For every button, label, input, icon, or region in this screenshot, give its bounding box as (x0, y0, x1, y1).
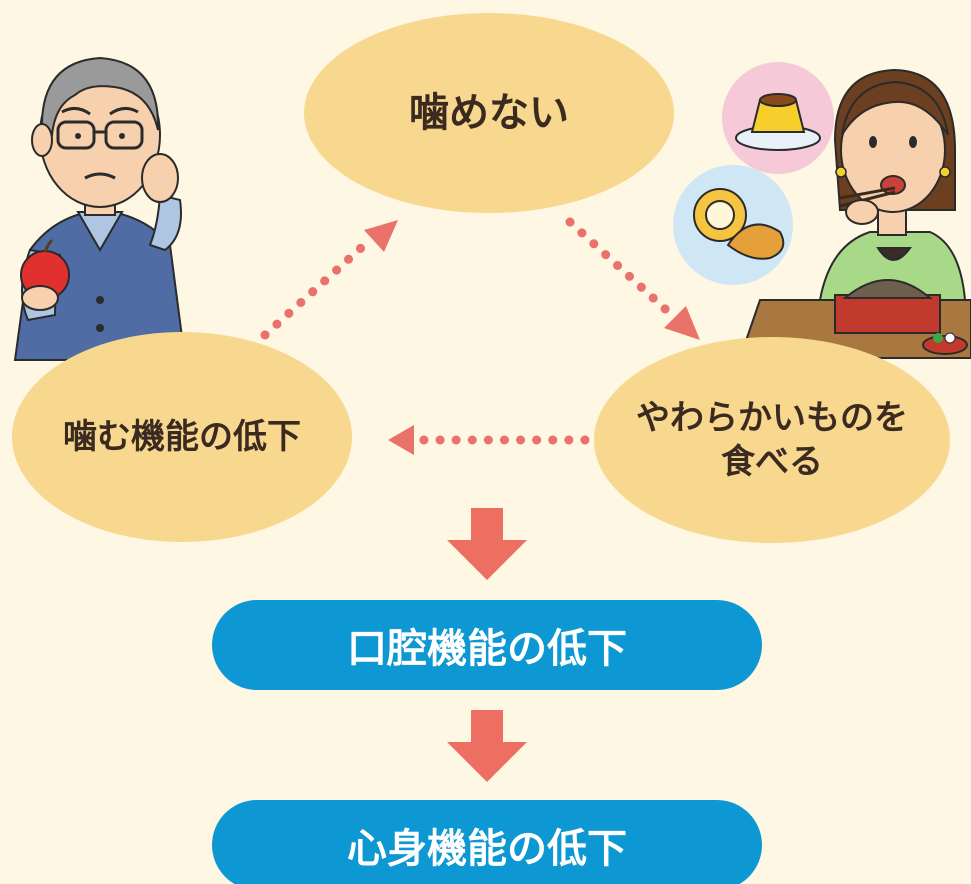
label-mind-body-function-decline: 心身機能の低下 (347, 826, 627, 872)
ellipse-top-label: 噛めない (304, 13, 674, 213)
ellipse-right-label: やわらかいものを 食べる (594, 337, 950, 543)
label-chewing-decline: 噛む機能の低下 (63, 416, 301, 457)
ellipse-left-label: 噛む機能の低下 (12, 332, 352, 542)
elderly-man-holding-apple-icon (13, 56, 187, 361)
pill-oral-function-decline: 口腔機能の低下 (212, 600, 762, 690)
ellipse-left (12, 332, 352, 542)
label-oral-function-decline: 口腔機能の低下 (347, 626, 627, 672)
ellipse-right (594, 337, 950, 543)
block-arrow-1 (447, 508, 527, 580)
label-cannot-chew: 噛めない (409, 90, 569, 136)
block-arrow-2 (447, 710, 527, 782)
arrow-left-to-top (260, 220, 398, 340)
label-eat-soft-foods-line2: 食べる (721, 442, 823, 482)
label-eat-soft-foods-line1: やわらかいものを (636, 397, 908, 438)
pudding-icon (722, 62, 834, 174)
arrow-top-to-right (565, 217, 700, 340)
ellipse-top (304, 13, 674, 213)
roll-cake-and-croissant-icon (673, 165, 793, 285)
pill-mind-body-function-decline: 心身機能の低下 (212, 800, 762, 884)
woman-eating-soba-noodles-icon (738, 68, 971, 359)
arrow-right-to-left (388, 425, 590, 455)
